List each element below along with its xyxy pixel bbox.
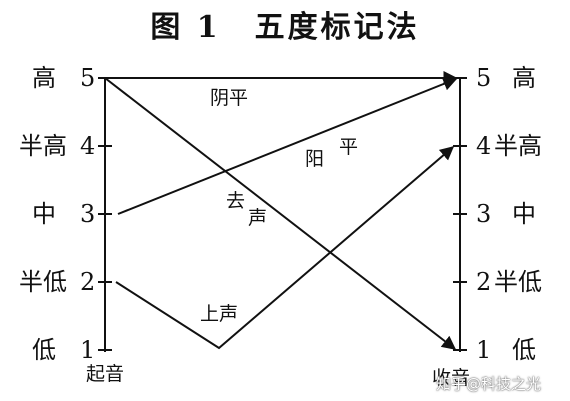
yinping-label: 阴平 — [210, 87, 249, 109]
qusheng-line — [104, 77, 457, 350]
figure-number: 图 1 — [150, 10, 221, 45]
right-level-value-5: 5 — [476, 64, 492, 92]
left-level-name-1: 低 — [32, 336, 56, 364]
right-level-name-2: 半低 — [494, 268, 542, 296]
right-level-name-4: 半高 — [494, 132, 542, 160]
left-level-name-3: 中 — [32, 200, 56, 228]
yangping-label-ping: 平 — [339, 136, 359, 158]
left-level-name-2: 半低 — [19, 268, 67, 296]
yangping-label-yang: 阳 — [305, 148, 325, 170]
yangping-line — [117, 77, 458, 215]
left-level-value-1: 1 — [80, 336, 96, 364]
left-level-value-3: 3 — [80, 200, 96, 228]
left-level-name-4: 半高 — [19, 132, 67, 160]
watermark: 知乎@科技之光 — [436, 375, 542, 393]
left-level-value-4: 4 — [80, 132, 96, 160]
figure-name: 五度标记法 — [254, 10, 420, 45]
qusheng-label-sheng: 声 — [248, 207, 268, 229]
end-label: 收音 — [432, 367, 471, 389]
shangsheng-line — [115, 146, 455, 350]
right-level-value-1: 1 — [476, 336, 492, 364]
right-level-value-3: 3 — [476, 200, 492, 228]
left-level-name-5: 高 — [32, 64, 56, 92]
left-level-value-5: 5 — [80, 64, 96, 92]
start-label: 起音 — [86, 363, 125, 385]
right-level-name-1: 低 — [512, 336, 536, 364]
right-level-value-4: 4 — [476, 132, 492, 160]
left-level-value-2: 2 — [80, 268, 96, 296]
shangsheng-label: 上声 — [200, 303, 239, 325]
qusheng-label-qu: 去 — [226, 190, 246, 212]
right-level-value-2: 2 — [476, 268, 492, 296]
right-level-name-3: 中 — [512, 200, 536, 228]
figure-title: 图 1 五度标记法 — [0, 2, 570, 46]
right-level-name-5: 高 — [512, 64, 536, 92]
